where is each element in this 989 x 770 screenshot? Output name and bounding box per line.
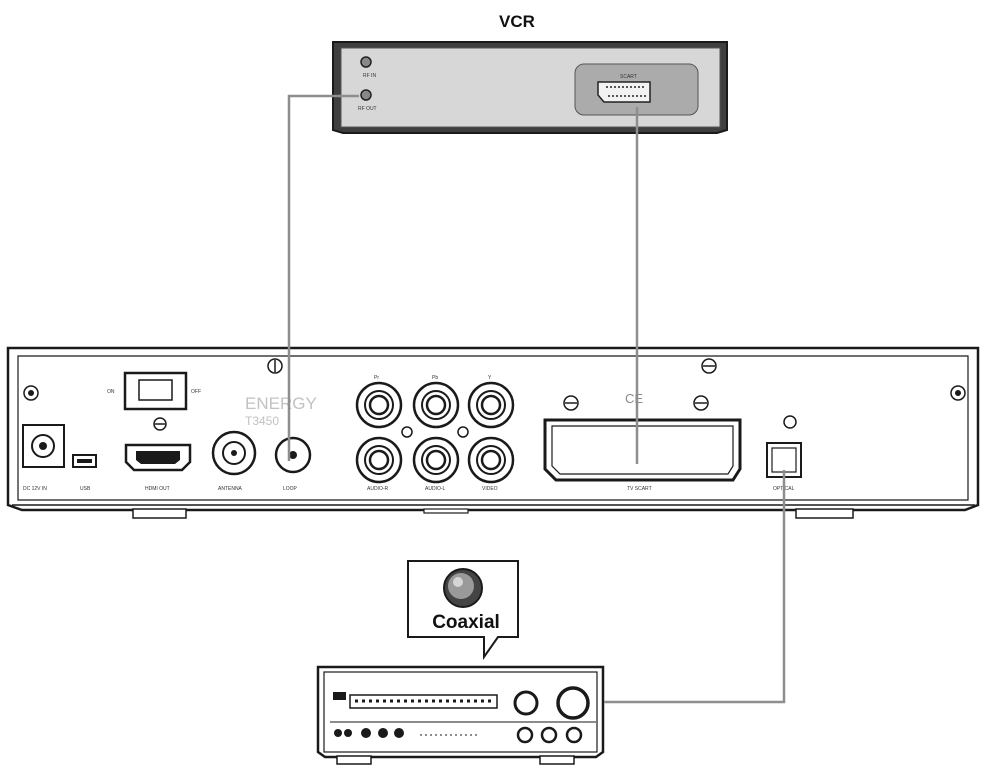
- svg-text:Y: Y: [488, 375, 492, 381]
- rca-pr-jack: [355, 381, 403, 429]
- vcr-device: VCR RF IN RF OUT SCART: [332, 12, 728, 134]
- svg-text:ANTENNA: ANTENNA: [218, 486, 243, 492]
- svg-text:RF OUT: RF OUT: [358, 106, 377, 112]
- audio-amplifier: [316, 665, 605, 765]
- svg-text:HDMI OUT: HDMI OUT: [145, 486, 170, 492]
- coaxial-callout: Coaxial: [407, 560, 519, 661]
- satellite-receiver: DC 12V IN USB ON OFF HDMI OUT ANT: [6, 346, 980, 519]
- brand-label: ENERGY: [245, 394, 317, 413]
- vcr-rf-out-jack: RF OUT: [358, 89, 377, 112]
- usb-port: USB: [72, 454, 97, 492]
- rca-audio-r-jack: [355, 436, 403, 484]
- svg-text:USB: USB: [80, 486, 91, 492]
- amplifier-small-knob: [513, 690, 539, 716]
- hdmi-port: HDMI OUT: [124, 443, 192, 492]
- tv-scart-port: CE TV SCART: [543, 391, 742, 492]
- rca-y-jack: [467, 381, 515, 429]
- amplifier-volume-knob: [556, 686, 590, 720]
- svg-text:LOOP: LOOP: [283, 486, 298, 492]
- model-label: T3450: [245, 414, 279, 428]
- rca-video-jack: [467, 436, 515, 484]
- svg-text:Pb: Pb: [432, 375, 438, 381]
- svg-text:OFF: OFF: [191, 389, 201, 395]
- optical-to-coaxial-cable: [604, 470, 786, 704]
- rca-pb-jack: [412, 381, 460, 429]
- ce-marking: CE: [625, 391, 643, 406]
- vcr-title: VCR: [499, 12, 535, 31]
- rf-cable: [287, 94, 359, 461]
- svg-text:Pr: Pr: [374, 375, 379, 381]
- svg-text:DC 12V IN: DC 12V IN: [23, 486, 47, 492]
- vcr-rf-in-jack: RF IN: [360, 56, 376, 79]
- cables: [287, 94, 786, 704]
- svg-text:TV SCART: TV SCART: [627, 486, 652, 492]
- loop-output-port: LOOP: [274, 436, 312, 492]
- svg-text:ON: ON: [107, 389, 115, 395]
- dc-power-jack: DC 12V IN: [22, 424, 65, 492]
- antenna-input-port: ANTENNA: [211, 430, 257, 492]
- power-switch: ON OFF: [107, 371, 201, 431]
- svg-text:VIDEO: VIDEO: [482, 486, 498, 492]
- callout-label: Coaxial: [432, 612, 500, 633]
- svg-text:AUDIO-L: AUDIO-L: [425, 486, 446, 492]
- rca-audio-l-jack: [412, 436, 460, 484]
- svg-text:RF IN: RF IN: [363, 73, 376, 79]
- svg-text:AUDIO-R: AUDIO-R: [367, 486, 389, 492]
- svg-text:SCART: SCART: [620, 74, 637, 80]
- rca-output-block: Pr Pb Y AUDIO-R AUDIO-L VIDEO: [355, 375, 515, 492]
